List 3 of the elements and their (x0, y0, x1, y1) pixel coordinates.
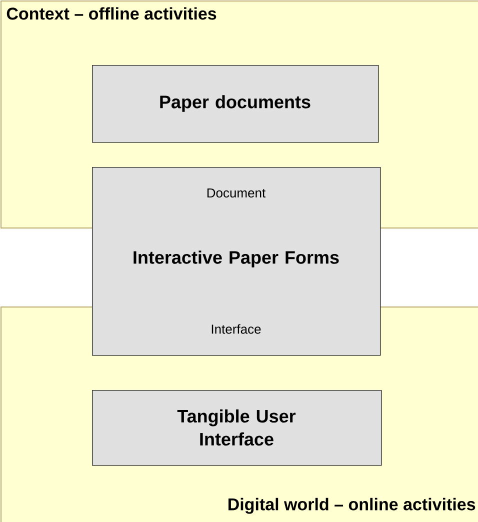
process-box: Tangible User Interface (92, 390, 382, 466)
process-box: Paper documents (92, 65, 379, 143)
process-box: Document Interactive Paper Forms Interface (92, 167, 381, 356)
